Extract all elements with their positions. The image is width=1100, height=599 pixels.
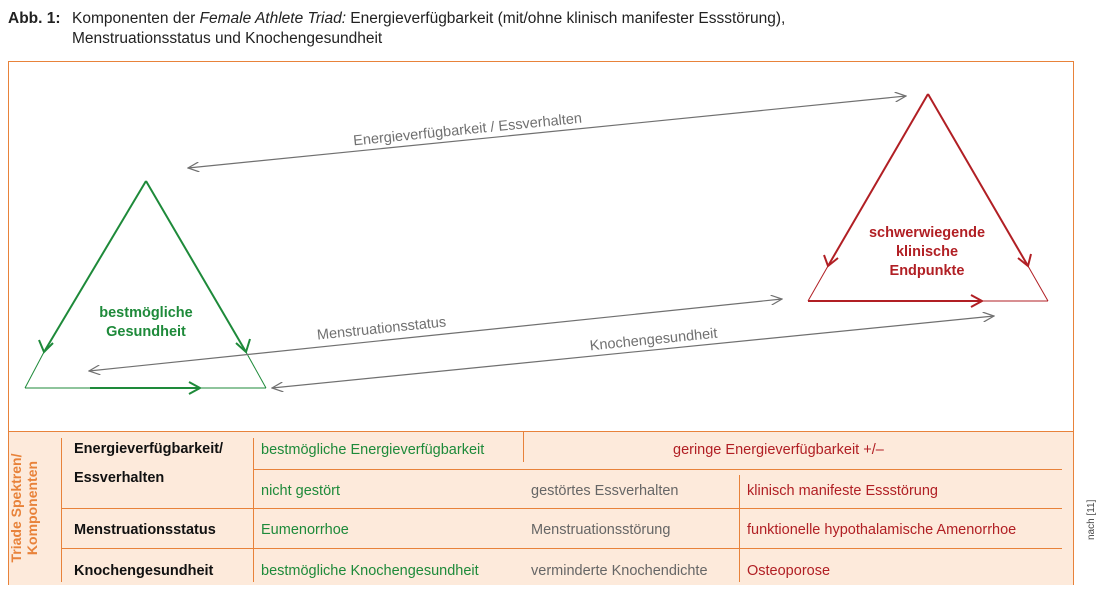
row3-mid: verminderte Knochendichte xyxy=(531,563,708,579)
arrow-menstruation-label: Menstruationsstatus xyxy=(316,314,447,343)
arrow-bone xyxy=(272,316,994,388)
caption-line-1: Komponenten der Female Athlete Triad: En… xyxy=(72,9,785,29)
divider-row1a xyxy=(523,432,524,462)
table-side-label-1: Triade Spektren/ xyxy=(8,453,24,563)
right-arrowhead-3 xyxy=(970,294,985,308)
divider-row1-inner xyxy=(253,469,1062,470)
arrow-energy xyxy=(188,96,906,168)
divider-row2 xyxy=(61,548,1062,549)
right-arrowhead-2 xyxy=(1017,253,1032,268)
right-triangle-label-2: klinische xyxy=(896,244,958,260)
row2-worst: funktionelle hypothalamische Amenorrhoe xyxy=(747,522,1017,538)
row1-low: geringe Energieverfügbarkeit +/– xyxy=(673,442,884,458)
caption-line-2: Menstruationsstatus und Knochengesundhei… xyxy=(72,30,383,47)
caption-line-1-italic: Female Athlete Triad: xyxy=(199,10,346,27)
row3-best: bestmögliche Knochengesundheit xyxy=(261,563,479,579)
divider-side xyxy=(61,438,62,582)
right-triangle-edge-right-arrow xyxy=(927,93,1029,267)
row2-best: Eumenorrhoe xyxy=(261,522,349,538)
table-side-label-2: Komponenten xyxy=(24,460,40,556)
right-triangle-label-1: schwerwiegende xyxy=(869,225,985,241)
triad-table: Triade Spektren/ Komponenten Energieverf… xyxy=(8,431,1073,585)
row1b-worst: klinisch manifeste Essstörung xyxy=(747,483,938,499)
arrow-energy-label: Energieverfügbarkeit / Essverhalten xyxy=(353,111,583,150)
caption-label: Abb. 1: xyxy=(8,10,61,27)
row1b-best: nicht gestört xyxy=(261,483,340,499)
row2-mid: Menstruationsstörung xyxy=(531,522,671,538)
left-triangle-edge-right-thin xyxy=(245,351,267,389)
left-arrowhead-1 xyxy=(38,339,54,354)
row1-best: bestmögliche Energieverfügbarkeit xyxy=(261,442,485,458)
table-side-label: Triade Spektren/ Komponenten xyxy=(8,433,40,583)
right-triangle-edge-left-arrow xyxy=(827,93,929,267)
row2-header: Menstruationsstatus xyxy=(74,522,216,538)
divider-row1 xyxy=(61,508,1062,509)
left-triangle-label-1: bestmögliche xyxy=(99,305,192,321)
left-arrowhead-3 xyxy=(188,381,203,395)
divider-col1 xyxy=(253,438,254,582)
row3-worst: Osteoporose xyxy=(747,563,831,579)
left-triangle-edge-left-thin xyxy=(24,351,45,389)
row1-header-1: Energieverfügbarkeit/ xyxy=(74,441,224,457)
right-triangle-edge-left-thin xyxy=(807,265,829,302)
caption-line-1-start: Komponenten der xyxy=(72,10,200,27)
triad-diagram: bestmögliche Gesundheit schwerwiegende k… xyxy=(24,0,1049,395)
row3-header: Knochengesundheit xyxy=(74,563,214,579)
right-arrowhead-1 xyxy=(823,254,839,268)
row1-header-2: Essverhalten xyxy=(74,470,165,486)
caption-line-1-end: Energieverfügbarkeit (mit/ohne klinisch … xyxy=(346,10,786,27)
right-triangle-label-3: Endpunkte xyxy=(890,263,965,279)
row1b-mid: gestörtes Essverhalten xyxy=(531,483,679,499)
left-triangle-label-2: Gesundheit xyxy=(106,324,186,340)
right-triangle-edge-right-thin xyxy=(1027,265,1049,302)
divider-col3 xyxy=(739,475,740,582)
source-note: nach [11] xyxy=(1086,499,1097,540)
left-triangle-edge-left xyxy=(43,180,147,353)
